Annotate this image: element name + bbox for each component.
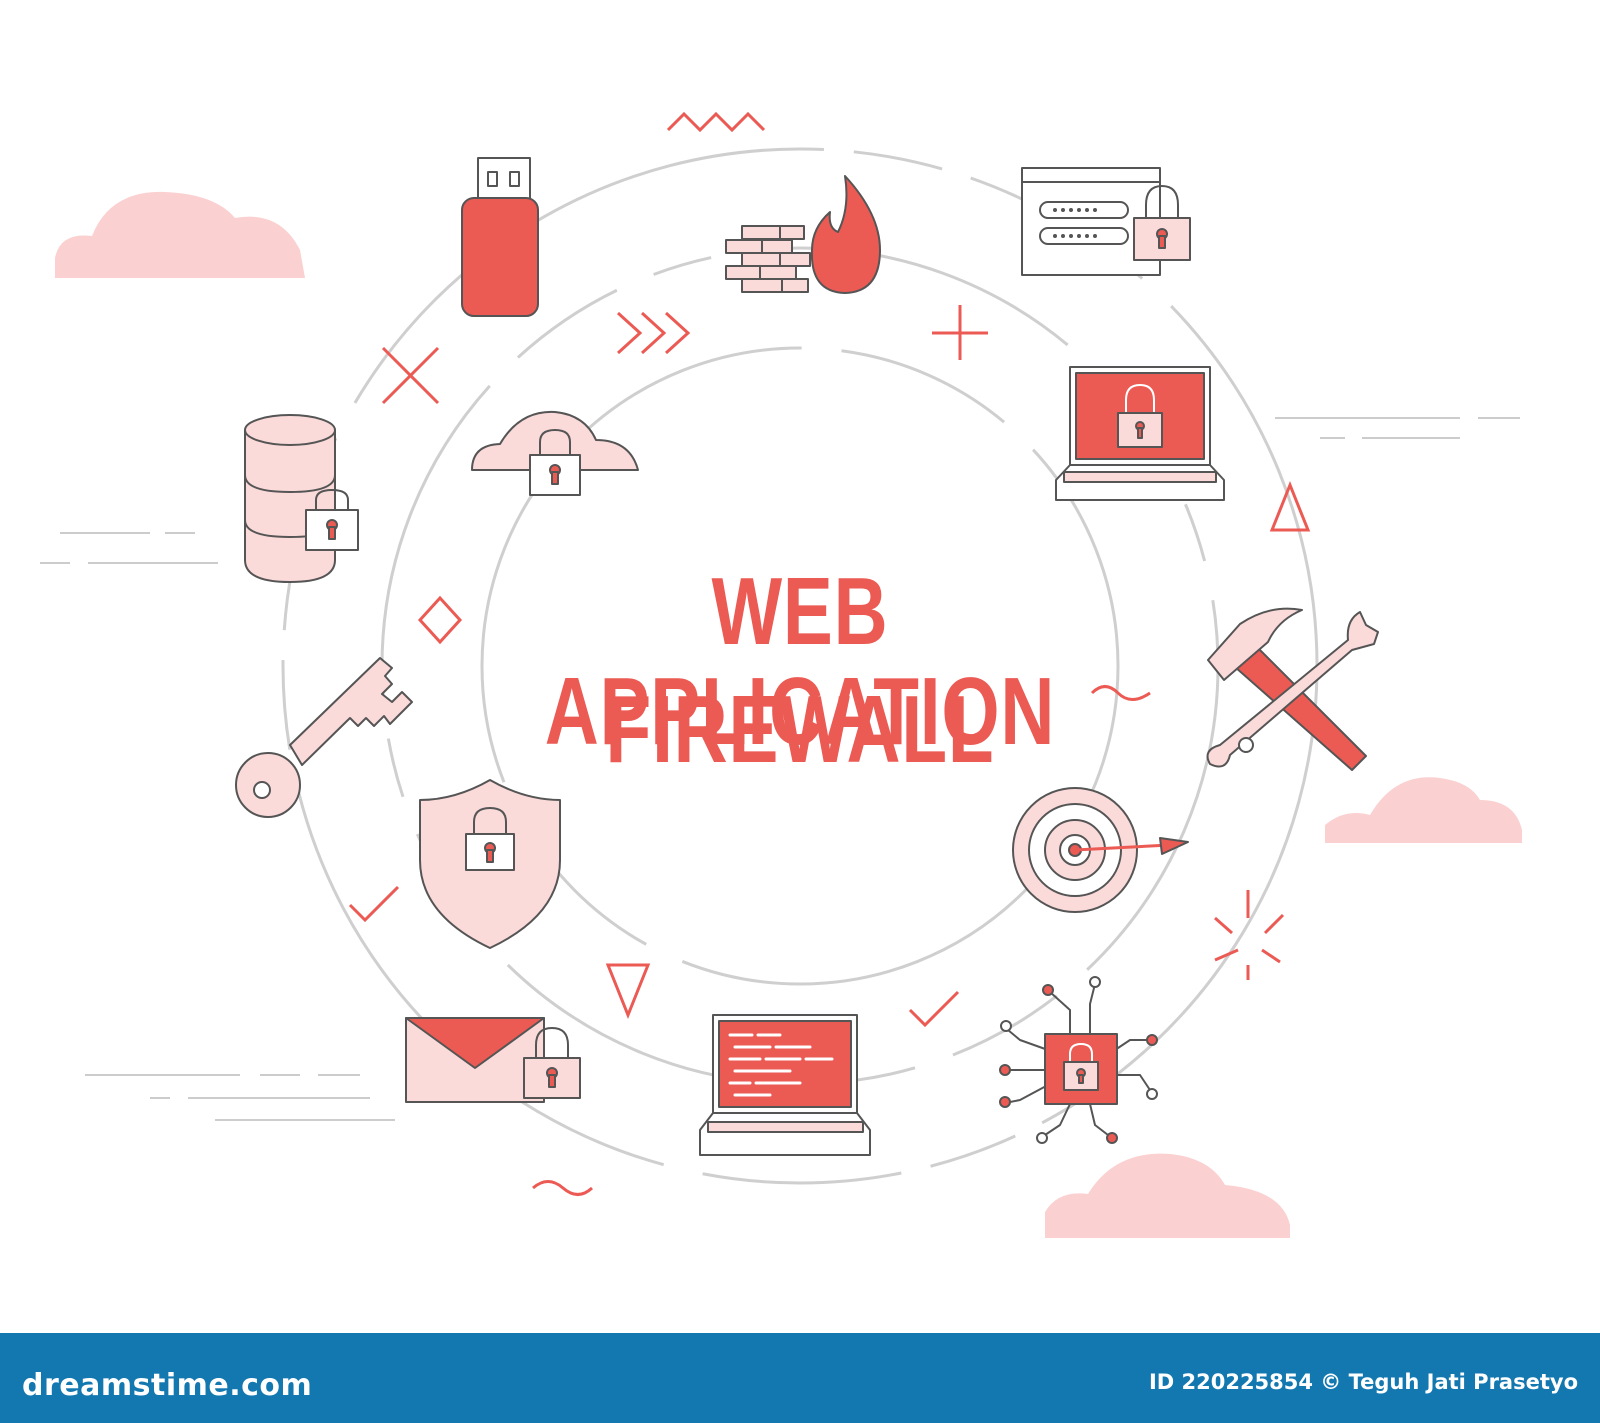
cloud-decoration bbox=[1325, 777, 1522, 843]
footer-credit: ID 220225854 © Teguh Jati Prasetyo bbox=[1148, 1370, 1578, 1394]
laptop-code-icon bbox=[699, 1014, 871, 1156]
title-line-2: FIREWALL bbox=[605, 676, 995, 783]
chip-lock-icon bbox=[999, 976, 1158, 1144]
cloud-decoration bbox=[55, 191, 305, 278]
laptop-lock-icon bbox=[1055, 366, 1225, 501]
login-padlock-icon bbox=[1021, 167, 1191, 276]
ring-inner bbox=[480, 346, 1120, 986]
title-line-1: WEB APPLICATION bbox=[544, 558, 1056, 765]
database-lock-icon bbox=[244, 414, 359, 583]
cloud-lock-icon bbox=[471, 410, 639, 496]
cloud-decoration bbox=[1045, 1153, 1290, 1238]
tools-icon bbox=[1206, 607, 1379, 771]
shield-lock-icon bbox=[419, 779, 561, 949]
footer-brand[interactable]: dreamstime.com bbox=[22, 1368, 313, 1403]
mail-lock-icon bbox=[405, 1017, 581, 1103]
dash-lines bbox=[40, 417, 1520, 1121]
target-icon bbox=[1012, 787, 1189, 913]
footer-bar bbox=[0, 1333, 1600, 1423]
usb-drive-icon bbox=[461, 157, 539, 317]
illustration bbox=[40, 111, 1522, 1238]
key-icon bbox=[235, 657, 413, 818]
firewall-fire-icon bbox=[725, 175, 881, 294]
decor-shapes bbox=[348, 111, 1311, 1196]
